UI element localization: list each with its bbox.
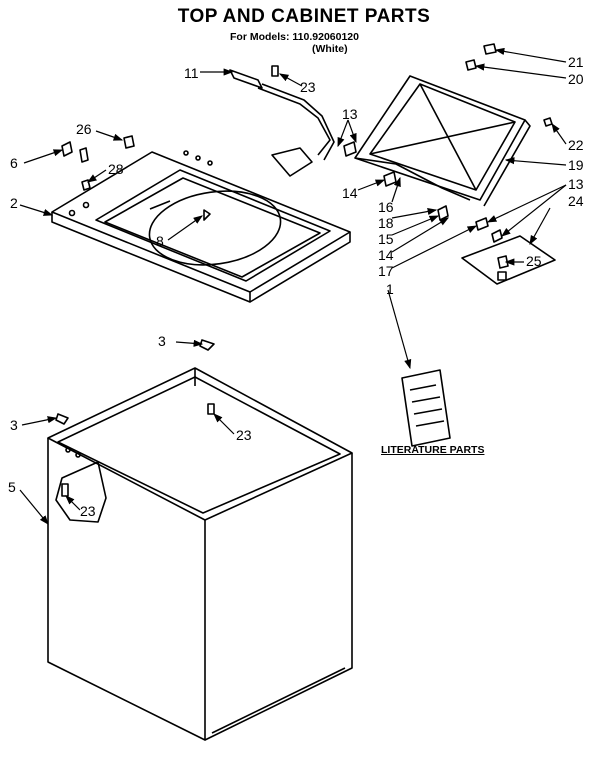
- callout-label: 8: [156, 233, 164, 249]
- literature-booklet-icon: [401, 369, 451, 447]
- callout-label: 16: [378, 199, 394, 215]
- callout-label: 22: [568, 137, 584, 153]
- callout-label: 19: [568, 157, 584, 173]
- callout-label: 23: [300, 79, 316, 95]
- color-subtitle: (White): [312, 43, 348, 55]
- callout-label: 17: [378, 263, 394, 279]
- callout-label: 14: [342, 185, 358, 201]
- callout-label: 13: [342, 106, 358, 122]
- cabinet-part: [47, 367, 353, 741]
- callout-label: 25: [526, 253, 542, 269]
- lid-switch-part: [229, 69, 335, 177]
- models-subtitle: For Models: 110.92060120: [230, 31, 359, 43]
- callout-label: 5: [8, 479, 16, 495]
- callout-label: 13: [568, 176, 584, 192]
- callout-label: 15: [378, 231, 394, 247]
- hinge-plate-part: [461, 235, 556, 285]
- callout-label: 6: [10, 155, 18, 171]
- leader-lines: [19, 47, 567, 525]
- callout-label: 1: [386, 281, 394, 297]
- callout-label: 23: [236, 427, 252, 443]
- callout-label: 23: [80, 503, 96, 519]
- callout-label: 2: [10, 195, 18, 211]
- callout-label: 20: [568, 71, 584, 87]
- callout-label: 26: [76, 121, 92, 137]
- callout-label: 3: [158, 333, 166, 349]
- callout-label: 21: [568, 54, 584, 70]
- callout-label: 28: [108, 161, 124, 177]
- lid-part: [354, 75, 531, 207]
- callout-label: 11: [184, 65, 199, 81]
- callout-label: 24: [568, 193, 584, 209]
- top-panel-part: [51, 150, 351, 303]
- page-title: TOP AND CABINET PARTS: [177, 6, 431, 27]
- callout-label: 3: [10, 417, 18, 433]
- callout-label: 14: [378, 247, 394, 263]
- callout-label: 18: [378, 215, 394, 231]
- literature-parts-label: LITERATURE PARTS: [381, 444, 485, 456]
